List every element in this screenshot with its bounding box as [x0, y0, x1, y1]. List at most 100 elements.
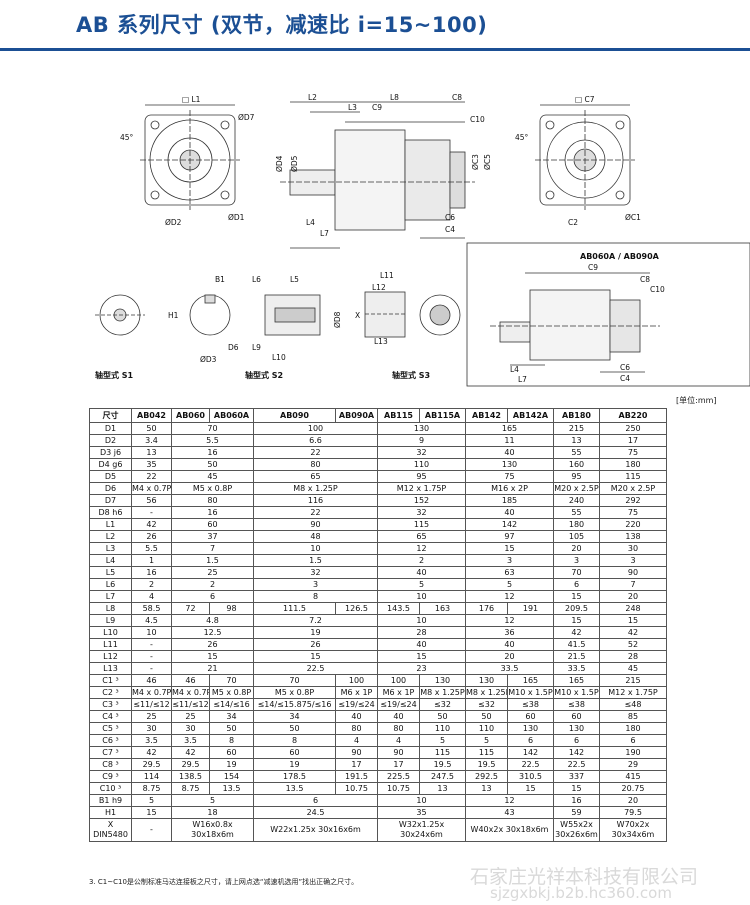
table-cell: ≤32 — [465, 698, 508, 711]
table-cell: 15 — [253, 650, 378, 663]
table-cell: 41.5 — [553, 638, 600, 651]
table-cell: 215 — [599, 674, 667, 687]
table-cell: 40 — [465, 506, 554, 519]
dim-h1: H1 — [168, 311, 179, 320]
table-cell: 142 — [553, 746, 600, 759]
dim-l11: L11 — [380, 271, 394, 280]
table-cell: 176 — [465, 602, 508, 615]
table-cell: M8 x 1.25P — [419, 686, 466, 699]
row-label: L4 — [89, 554, 132, 567]
dim-l9: L9 — [252, 343, 261, 352]
table-cell: 292 — [599, 494, 667, 507]
table-cell: 15 — [465, 542, 554, 555]
table-cell: 26 — [253, 638, 378, 651]
inset-ab060a-ab090a — [466, 242, 750, 387]
table-cell: M4 x 0.7P — [131, 686, 172, 699]
dim-c1: ØC1 — [625, 213, 641, 222]
table-cell: 13.5 — [253, 782, 336, 795]
table-cell: 55 — [553, 506, 600, 519]
table-cell: 6 — [171, 590, 254, 603]
table-cell: 180 — [599, 458, 667, 471]
table-cell: M5 x 0.8P — [209, 686, 254, 699]
table-cell: 116 — [253, 494, 378, 507]
table-cell: 60 — [553, 710, 600, 723]
table-cell: 215 — [553, 422, 600, 435]
table-cell: 6.6 — [253, 434, 378, 447]
table-cell: 337 — [553, 770, 600, 783]
table-cell: 16 — [553, 794, 600, 807]
table-cell: 138.5 — [171, 770, 210, 783]
table-cell: M20 x 2.5P — [599, 482, 667, 495]
table-cell: 8.75 — [171, 782, 210, 795]
shaft-s2-label: 轴型式 S2 — [245, 370, 283, 380]
dim-d3: ØD3 — [200, 355, 217, 364]
table-cell: 20.75 — [599, 782, 667, 795]
table-cell: 28 — [599, 650, 667, 663]
table-cell: 185 — [465, 494, 554, 507]
table-cell: 72 — [171, 602, 210, 615]
table-cell: 163 — [419, 602, 466, 615]
table-cell: 4.8 — [171, 614, 254, 627]
table-cell: 100 — [377, 674, 420, 687]
dim-c6: C6 — [445, 213, 455, 222]
row-label: C4 ³ — [89, 710, 132, 723]
table-cell: 220 — [599, 518, 667, 531]
table-cell: 7 — [171, 542, 254, 555]
table-cell: 5.5 — [171, 434, 254, 447]
table-cell: 42 — [131, 518, 172, 531]
row-label: D2 — [89, 434, 132, 447]
title-bar: AB 系列尺寸 (双节，减速比 i=15~100) — [0, 0, 750, 51]
table-cell: 80 — [253, 458, 378, 471]
table-header-model: AB060A — [209, 408, 254, 423]
table-cell: 115 — [465, 746, 508, 759]
table-cell: 16 — [131, 566, 172, 579]
table-cell: 130 — [377, 422, 466, 435]
table-cell: 16 — [171, 506, 254, 519]
dim-45-motor: 45° — [515, 133, 529, 142]
table-cell: 180 — [553, 518, 600, 531]
table-cell: M8 x 1.25P — [253, 482, 378, 495]
row-label: L7 — [89, 590, 132, 603]
row-label: L2 — [89, 530, 132, 543]
table-cell: M8 x 1.25P — [465, 686, 508, 699]
table-cell: 36 — [465, 626, 554, 639]
table-cell: 20 — [553, 542, 600, 555]
table-cell: 5 — [419, 734, 466, 747]
table-cell: 12.5 — [171, 626, 254, 639]
table-cell: 70 — [209, 674, 254, 687]
table-cell: 5.5 — [131, 542, 172, 555]
table-cell: 130 — [553, 722, 600, 735]
row-label: C7 ³ — [89, 746, 132, 759]
table-cell: 154 — [209, 770, 254, 783]
table-cell: 35 — [131, 458, 172, 471]
table-cell: 165 — [465, 422, 554, 435]
inset-dim-c10: C10 — [650, 285, 665, 294]
watermark-url: sjzgxbkj.b2b.hc360.com — [490, 884, 672, 902]
inset-dim-c9: C9 — [588, 263, 598, 272]
table-cell: 21.5 — [553, 650, 600, 663]
table-cell: 3.5 — [131, 734, 172, 747]
table-cell: W16x0.8x 30x18x6m — [171, 818, 254, 842]
inset-dim-l7: L7 — [518, 375, 527, 384]
table-cell: 58.5 — [131, 602, 172, 615]
table-cell: 50 — [253, 722, 336, 735]
table-cell: 3.4 — [131, 434, 172, 447]
inset-dim-l4: L4 — [510, 365, 519, 374]
table-cell: 209.5 — [553, 602, 600, 615]
table-cell: 60 — [253, 746, 336, 759]
dim-l5: L5 — [290, 275, 299, 284]
table-header-model: AB090 — [253, 408, 336, 423]
table-cell: - — [131, 650, 172, 663]
table-cell: 32 — [377, 446, 466, 459]
row-label: C10 ³ — [89, 782, 132, 795]
table-cell: 115 — [419, 746, 466, 759]
table-cell: 70 — [253, 674, 336, 687]
